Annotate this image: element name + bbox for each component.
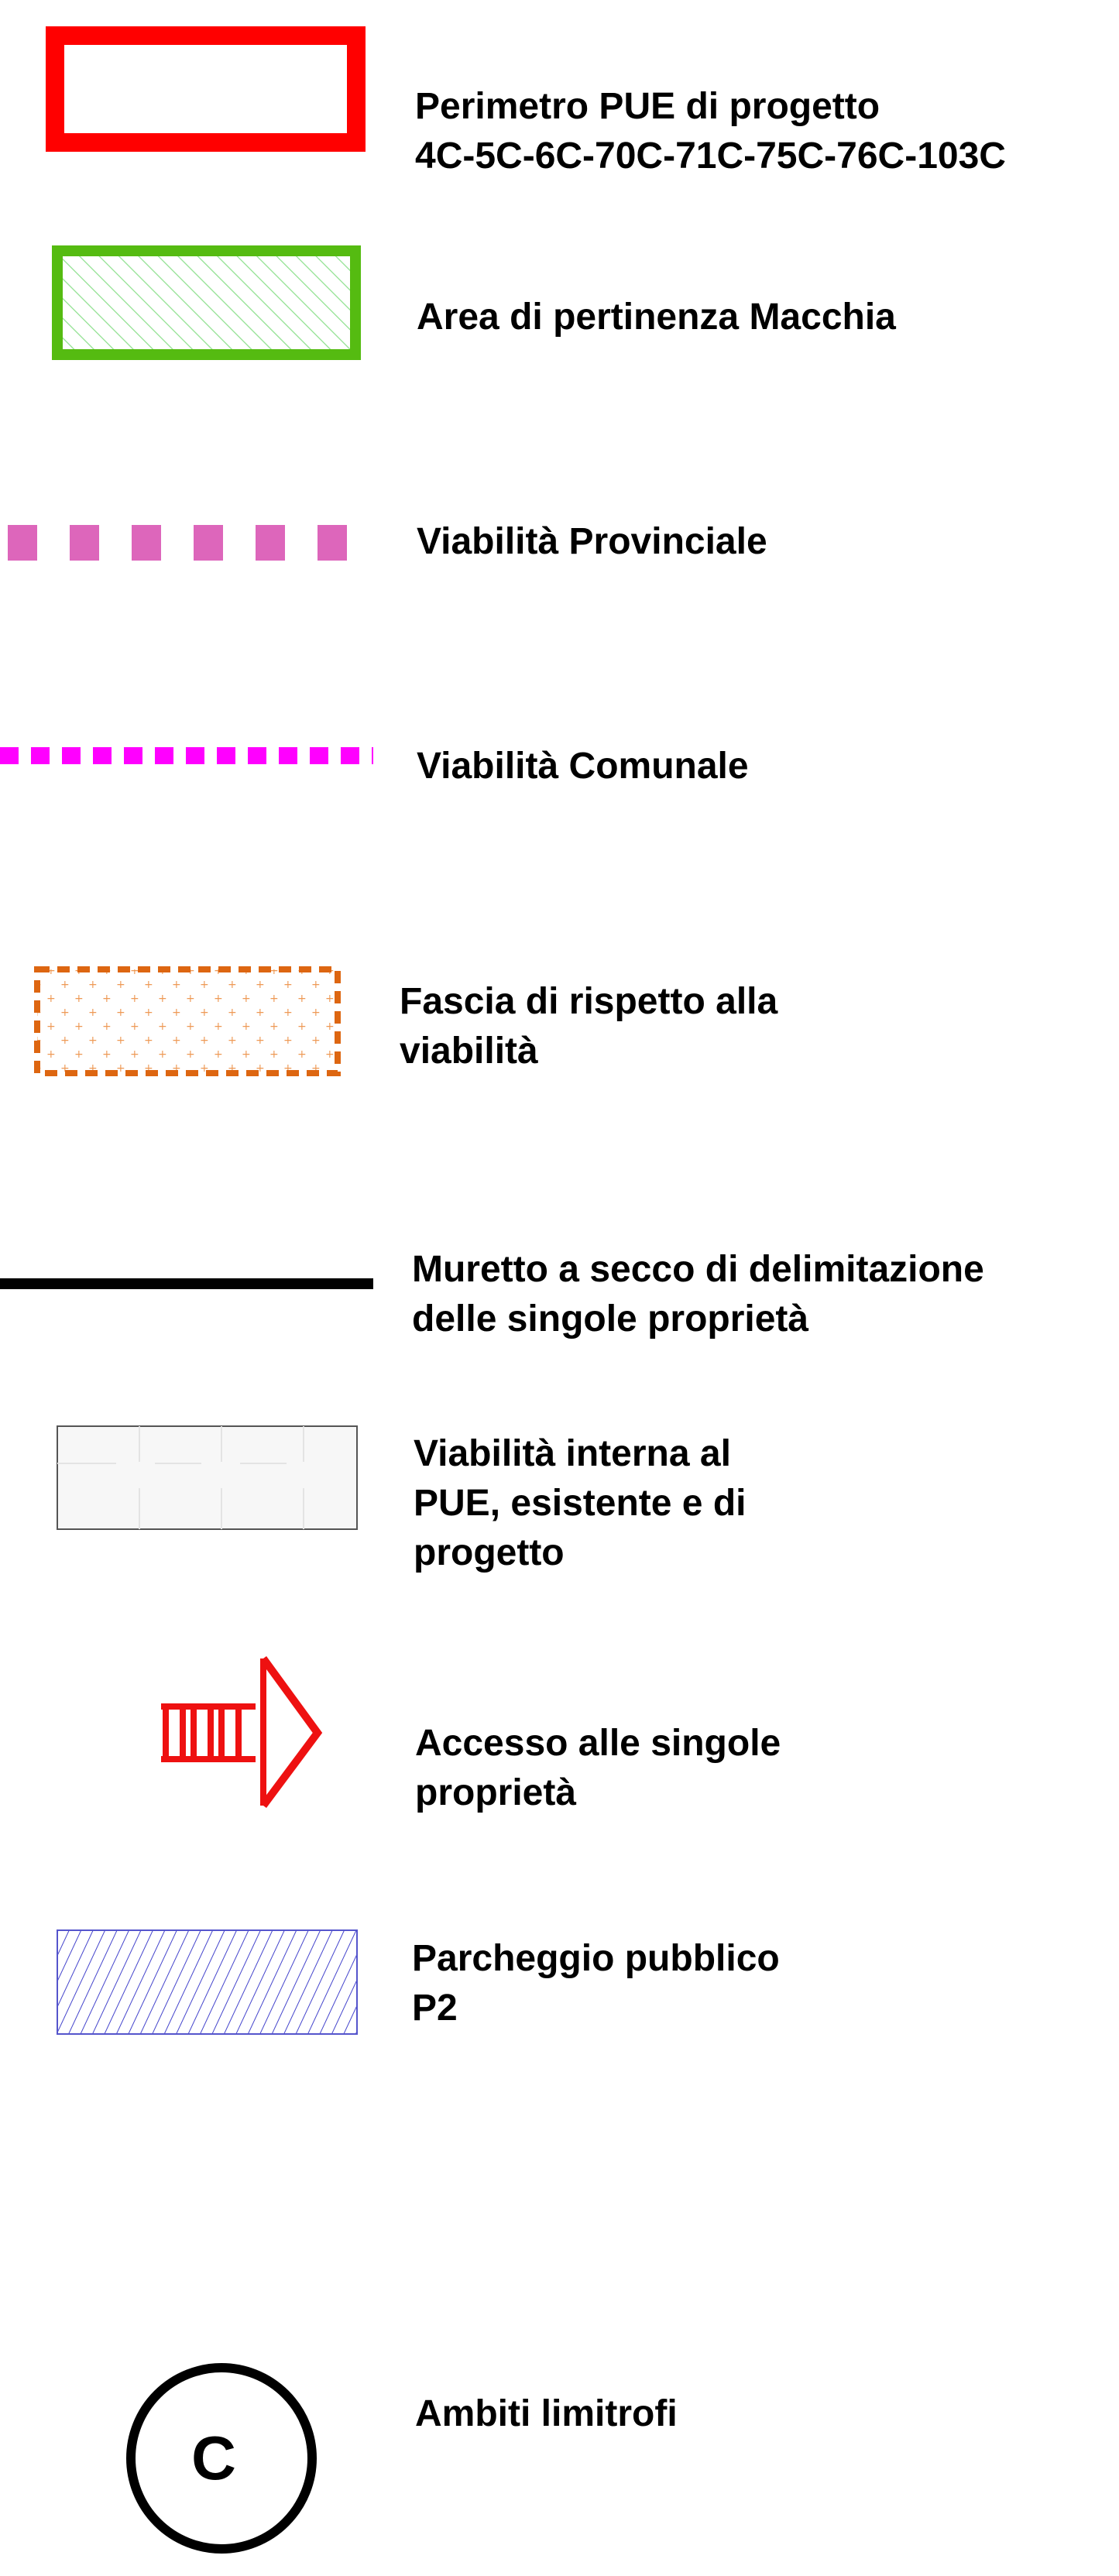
label-line: Viabilità Comunale bbox=[417, 746, 749, 787]
access-arrow-symbol bbox=[161, 1656, 323, 1808]
public-parking-blue-hatched-symbol bbox=[57, 1929, 358, 2035]
label-line: proprietà bbox=[415, 1772, 577, 1813]
circle-letter-label: C bbox=[191, 2423, 236, 2492]
perimeter-red-rectangle-symbol bbox=[46, 26, 366, 152]
label-muretto-secco: Muretto a secco di delimitazione delle s… bbox=[412, 1245, 984, 1344]
orange-buffer-zone-symbol bbox=[34, 966, 341, 1076]
label-line: 4C-5C-6C-70C-71C-75C-76C-103C bbox=[415, 135, 1006, 177]
label-line: Viabilità interna al bbox=[414, 1433, 731, 1474]
label-line: Muretto a secco di delimitazione bbox=[412, 1249, 984, 1290]
label-line: viabilità bbox=[400, 1031, 538, 1072]
label-parcheggio-pubblico: Parcheggio pubblico P2 bbox=[412, 1934, 780, 2033]
label-viabilita-comunale: Viabilità Comunale bbox=[417, 742, 749, 791]
label-area-macchia: Area di pertinenza Macchia bbox=[417, 293, 896, 342]
label-line: P2 bbox=[412, 1988, 458, 2029]
label-line: Area di pertinenza Macchia bbox=[417, 297, 896, 338]
label-line: Viabilità Provinciale bbox=[417, 521, 767, 562]
label-line: progetto bbox=[414, 1532, 565, 1573]
label-fascia-rispetto: Fascia di rispetto alla viabilità bbox=[400, 977, 777, 1076]
label-perimetro-pue: Perimetro PUE di progetto 4C-5C-6C-70C-7… bbox=[415, 82, 1006, 181]
label-line: Accesso alle singole bbox=[415, 1723, 781, 1764]
label-line: Ambiti limitrofi bbox=[415, 2393, 678, 2434]
label-line: Parcheggio pubblico bbox=[412, 1938, 780, 1979]
green-hatched-rectangle-symbol bbox=[52, 245, 361, 360]
label-viabilita-provinciale: Viabilità Provinciale bbox=[417, 517, 767, 567]
neighbouring-areas-circle-symbol bbox=[126, 2363, 317, 2554]
label-line: Perimetro PUE di progetto bbox=[415, 86, 880, 127]
label-viabilita-interna: Viabilità interna al PUE, esistente e di… bbox=[414, 1429, 747, 1578]
label-ambiti-limitrofi: Ambiti limitrofi bbox=[415, 2389, 678, 2439]
label-line: Fascia di rispetto alla bbox=[400, 981, 778, 1022]
label-line: delle singole proprietà bbox=[412, 1298, 809, 1339]
label-accesso-proprieta: Accesso alle singole proprietà bbox=[415, 1719, 781, 1818]
internal-road-tiled-rectangle-symbol bbox=[57, 1425, 358, 1530]
label-line: PUE, esistente e di bbox=[414, 1483, 747, 1524]
